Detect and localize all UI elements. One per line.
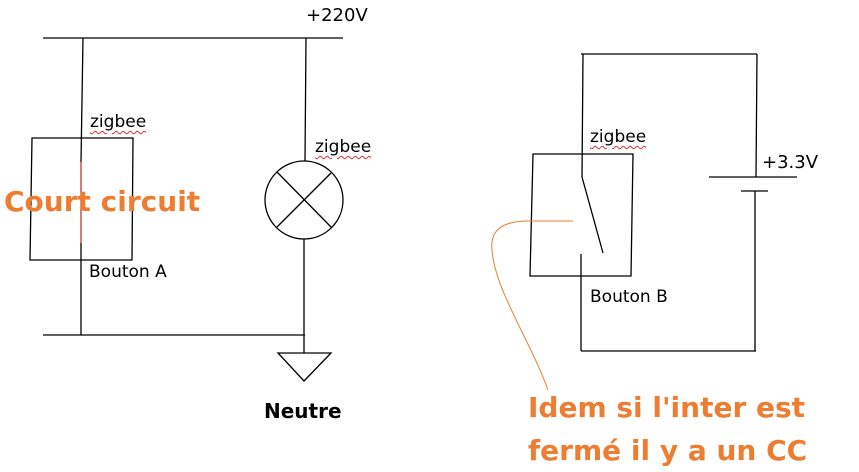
- lamp-icon: [264, 160, 344, 240]
- supply-220v-label: +220V: [306, 5, 368, 26]
- callout-line: [491, 220, 573, 391]
- ground-icon: [276, 352, 333, 382]
- battery-icon: [709, 176, 797, 192]
- button-b-label: Bouton B: [590, 287, 668, 307]
- button-a-wire: [80, 37, 84, 163]
- button-b-module-box: [529, 153, 634, 277]
- switch-blade: [581, 176, 604, 254]
- supply-3v3-label: +3.3V: [762, 152, 819, 173]
- short-circuit-annotation: Court circuit: [4, 185, 201, 218]
- button-a-label: Bouton A: [89, 262, 167, 282]
- button-b-zigbee-label: zigbee: [590, 127, 647, 147]
- button-a-module-box: [29, 137, 134, 261]
- switch-upper-wire: [581, 53, 584, 178]
- callout-text-line1: Idem si l'inter est: [528, 391, 806, 424]
- callout-text-line2: fermé il y a un CC: [528, 434, 808, 467]
- lamp-wire-top: [304, 37, 307, 162]
- battery-upper-wire: [755, 53, 758, 178]
- lamp-zigbee-label: zigbee: [315, 137, 372, 157]
- neutral-label: Neutre: [264, 399, 342, 423]
- button-a-zigbee-label: zigbee: [90, 112, 147, 132]
